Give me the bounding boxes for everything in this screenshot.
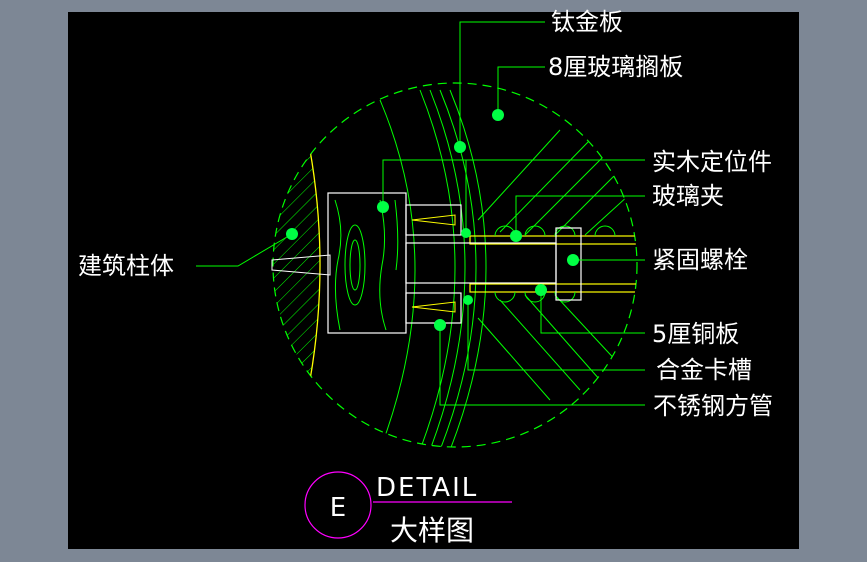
column-edge [309, 149, 321, 381]
bolt-shaft [405, 242, 557, 284]
glass-clamp-top [405, 204, 462, 236]
arc-3 [429, 89, 466, 447]
detail-title: DETAIL [376, 473, 478, 503]
clamp-screw-top [411, 214, 456, 226]
detail-subtitle: 大样图 [390, 514, 474, 547]
label-titanium-plate: 钛金板 [551, 8, 623, 36]
label-fastening-bolt: 紧固螺栓 [652, 246, 748, 274]
arc-2 [419, 89, 456, 447]
glass-clamp-bottom [405, 292, 462, 324]
label-glass-shelf: 8厘玻璃搁板 [548, 53, 683, 81]
anchor-screw [271, 254, 331, 276]
label-stainless-tube: 不锈钢方管 [653, 392, 773, 420]
wood-block [327, 192, 407, 334]
label-copper-plate: 5厘铜板 [652, 320, 739, 348]
detail-marker-letter: E [330, 493, 346, 523]
arc-5 [449, 89, 487, 447]
wood-grain [334, 199, 399, 331]
detail-marker-circle [304, 471, 372, 539]
label-glass-clamp: 玻璃夹 [652, 182, 724, 210]
building-column-hatch [273, 150, 320, 380]
label-wood-locator: 实木定位件 [652, 148, 772, 176]
arc-4 [439, 89, 477, 447]
clamp-screw-bottom [411, 301, 456, 313]
label-building-column: 建筑柱体 [78, 252, 174, 280]
leader-dots [286, 109, 579, 331]
titanium-hatch [477, 129, 637, 401]
drawing-canvas: 钛金板 8厘玻璃搁板 实木定位件 玻璃夹 紧固螺栓 5厘铜板 合金卡槽 不锈钢方… [68, 8, 799, 549]
label-alloy-slot: 合金卡槽 [656, 356, 752, 384]
glass-shelf-bottom [469, 283, 637, 293]
bolt-head [555, 227, 582, 301]
inner-arc [379, 99, 416, 447]
leader-lines [196, 21, 645, 406]
